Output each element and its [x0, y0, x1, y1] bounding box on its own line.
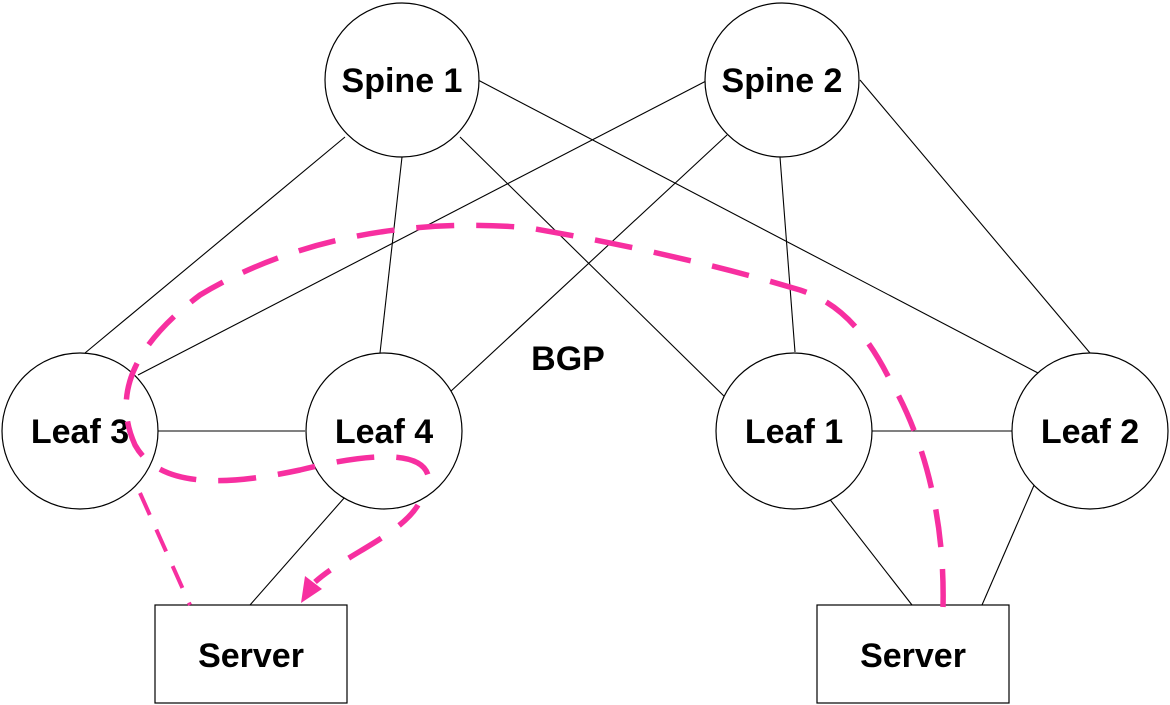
link-spine1-leaf1 — [459, 136, 731, 403]
link-spine1-leaf3 — [84, 136, 346, 354]
leaf-2-label: Leaf 2 — [1041, 413, 1139, 451]
link-spine2-leaf1 — [779, 156, 796, 353]
traffic-path-leaf3-server — [138, 492, 192, 606]
link-leaf4-server-left — [249, 496, 346, 606]
leaf-1-label: Leaf 1 — [745, 413, 843, 451]
leaf-3-node[interactable]: Leaf 3 — [1, 352, 159, 510]
bgp-label: BGP — [531, 340, 605, 378]
link-spine1-leaf2 — [477, 79, 1039, 374]
leaf-3-circle — [1, 352, 159, 510]
leaf-3-label: Leaf 3 — [31, 413, 129, 451]
link-spine1-leaf4 — [379, 156, 403, 354]
link-spine2-leaf2 — [859, 79, 1091, 354]
spine-1-node[interactable]: Spine 1 — [324, 2, 480, 158]
spine-2-node[interactable]: Spine 2 — [704, 2, 860, 158]
arrow-head-icon — [301, 576, 322, 603]
leaf-1-circle — [715, 352, 873, 510]
leaf-1-node[interactable]: Leaf 1 — [715, 352, 873, 510]
server-right-label: Server — [860, 637, 966, 675]
leaf-2-circle — [1011, 352, 1169, 510]
traffic-path-main — [123, 222, 946, 608]
link-leaf1-server-right — [827, 496, 913, 606]
link-leaf2-server-right — [981, 482, 1036, 606]
spine-1-label: Spine 1 — [342, 62, 463, 100]
traffic-path — [123, 222, 946, 608]
spine-2-label: Spine 2 — [722, 62, 843, 100]
spine-1-circle — [324, 2, 480, 158]
traffic-path-return — [313, 503, 421, 585]
spine-2-circle — [704, 2, 860, 158]
server-right-box — [816, 604, 1010, 704]
leaf-2-node[interactable]: Leaf 2 — [1011, 352, 1169, 510]
server-left-box — [154, 604, 348, 704]
leaf-4-label: Leaf 4 — [335, 413, 433, 451]
server-right[interactable]: Server — [816, 604, 1010, 704]
server-left-label: Server — [198, 637, 304, 675]
leaf-4-node[interactable]: Leaf 4 — [305, 352, 463, 510]
server-left[interactable]: Server — [154, 604, 348, 704]
link-spine2-leaf4 — [449, 134, 728, 393]
